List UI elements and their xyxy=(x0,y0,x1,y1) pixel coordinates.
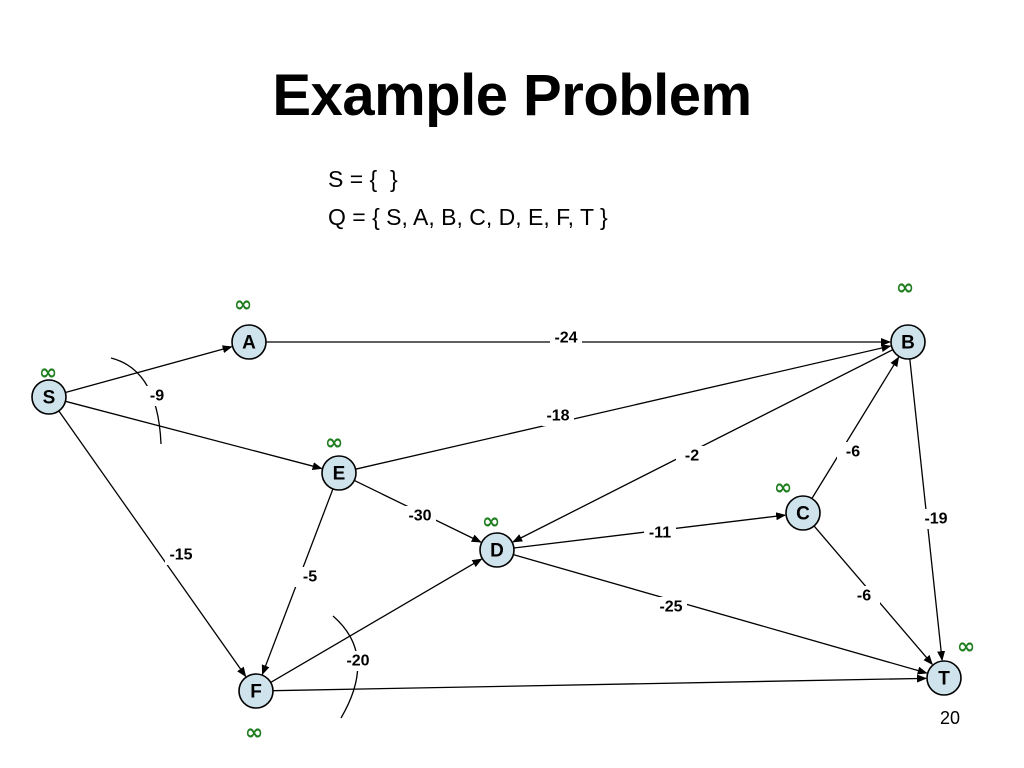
node-circle xyxy=(31,379,67,415)
edge-weight-bg xyxy=(655,597,687,617)
node-t: T xyxy=(926,660,962,696)
distance-label-b: ∞ xyxy=(896,276,914,301)
edge-weight-e-f: -5 xyxy=(303,569,317,586)
node-label: C xyxy=(796,504,810,525)
edge-weight-d-t: -25 xyxy=(659,599,682,616)
edge-f-d xyxy=(270,558,483,683)
distance-label-c: ∞ xyxy=(774,476,792,501)
edge-weight-bg xyxy=(342,651,374,671)
edge-weight-bg xyxy=(542,406,574,426)
node-circle xyxy=(890,324,926,360)
edge-weight-e-d: -30 xyxy=(408,508,431,525)
edge-weight-bg xyxy=(920,509,952,529)
node-d: D xyxy=(479,532,515,568)
set-definitions: S = { } Q = { S, A, B, C, D, E, F, T } xyxy=(328,160,608,236)
node-label: E xyxy=(333,464,346,485)
edge-weight-e-b: -18 xyxy=(546,408,569,425)
distance-label-s: ∞ xyxy=(39,361,57,386)
distance-label-t: ∞ xyxy=(957,635,975,660)
edge-weight-b-d: -2 xyxy=(685,448,699,465)
edge-weight-d-c: -11 xyxy=(649,525,671,542)
node-label: S xyxy=(43,388,56,409)
node-s: S xyxy=(31,379,67,415)
edge-weights-layer: -9 -15 -24 -18 -30 -5 -2 -6 -19 -11 -25 -6 -20 xyxy=(141,328,952,671)
edge-weight-c-b: -6 xyxy=(846,444,860,461)
edge-weight-a-b: -24 xyxy=(554,330,577,347)
node-f: F xyxy=(238,673,274,709)
edge-b-d xyxy=(512,349,894,543)
edge-weight-c-t: -6 xyxy=(857,588,871,605)
distance-label-f: ∞ xyxy=(245,721,263,746)
node-b: B xyxy=(890,324,926,360)
node-circle xyxy=(238,673,274,709)
edge-weight-b-t: -19 xyxy=(924,511,947,528)
set-q-line: Q = { S, A, B, C, D, E, F, T } xyxy=(328,204,608,230)
node-label: B xyxy=(901,333,915,354)
edge-weight-bg xyxy=(837,442,869,462)
node-a: A xyxy=(231,324,267,360)
page-number: 20 xyxy=(940,708,961,728)
nodes-layer: S A B E D C F T xyxy=(31,324,962,709)
edge-weight-bg xyxy=(676,446,708,466)
edges-layer xyxy=(58,338,946,692)
distance-label-e: ∞ xyxy=(325,431,343,456)
node-label: A xyxy=(242,333,256,354)
edge-s-e xyxy=(65,400,323,471)
edge-weight-f-d: -20 xyxy=(346,653,369,670)
edge-weight-bg xyxy=(404,506,436,526)
node-circle xyxy=(321,455,357,491)
node-circle xyxy=(926,660,962,696)
node-label: T xyxy=(938,669,950,690)
edge-weight-bg xyxy=(141,386,173,406)
edge-d-t xyxy=(513,554,928,675)
edge-weight-bg xyxy=(848,586,880,606)
edge-s-f xyxy=(58,410,247,678)
cut-arc-s xyxy=(110,357,162,445)
edge-weight-bg xyxy=(550,328,582,348)
edge-f-t xyxy=(272,674,928,692)
edge-weight-bg xyxy=(165,545,197,565)
set-s-line: S = { } xyxy=(328,166,398,192)
node-label: F xyxy=(250,682,262,703)
node-e: E xyxy=(321,455,357,491)
node-circle xyxy=(479,532,515,568)
node-label: D xyxy=(490,541,504,562)
edge-c-b xyxy=(811,356,900,499)
node-c: C xyxy=(785,495,821,531)
slide-title: Example Problem xyxy=(272,63,752,128)
distance-label-a: ∞ xyxy=(234,293,252,318)
edge-s-a xyxy=(65,345,233,394)
edge-weight-s-a: -9 xyxy=(150,388,164,405)
edge-weight-bg xyxy=(644,523,676,543)
edge-weight-s-f: -15 xyxy=(169,547,192,564)
distance-labels-layer: ∞ ∞ ∞ ∞ ∞ ∞ ∞ ∞ xyxy=(39,276,975,746)
edge-weight-bg xyxy=(294,567,326,587)
node-circle xyxy=(231,324,267,360)
node-circle xyxy=(785,495,821,531)
distance-label-d: ∞ xyxy=(482,510,500,535)
edge-e-b xyxy=(355,344,892,470)
